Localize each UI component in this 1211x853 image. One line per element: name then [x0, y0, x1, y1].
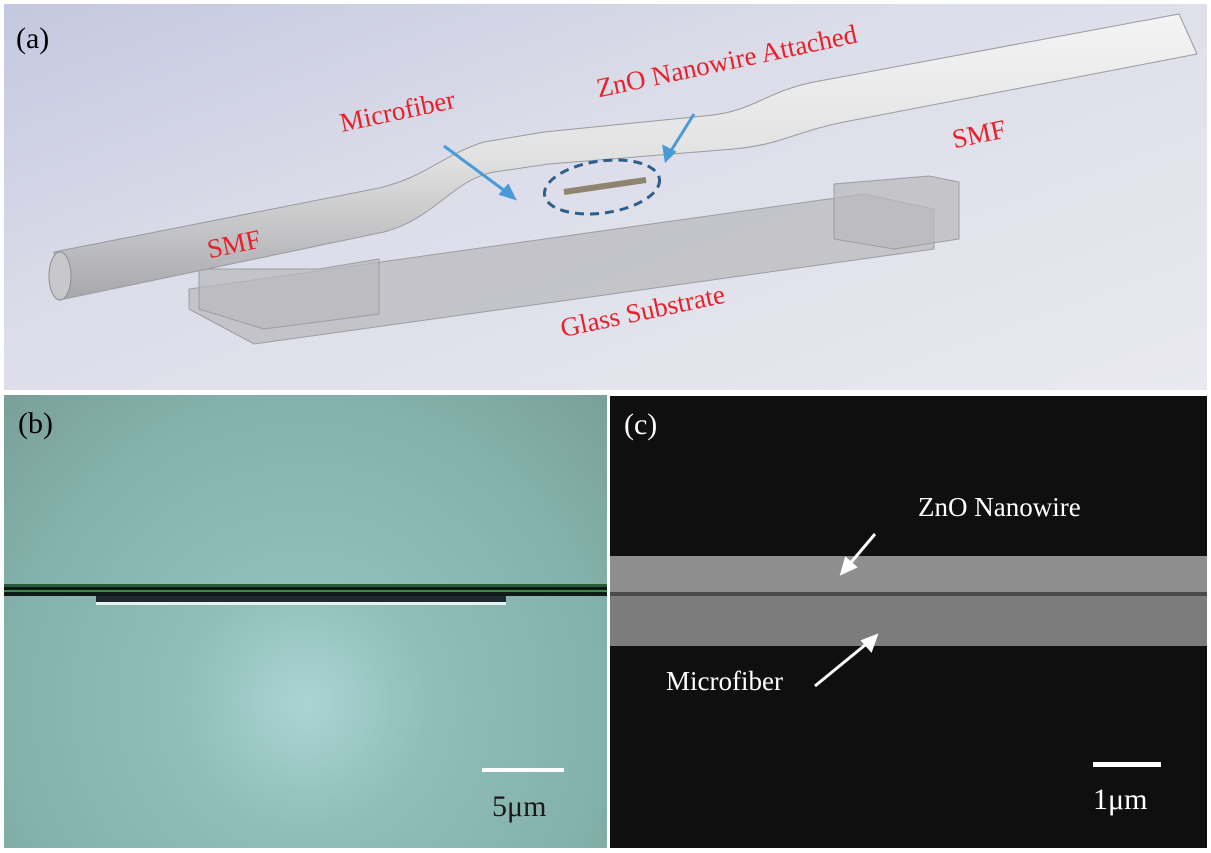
panel-c-sem-image: (c) ZnO Nanowire Microfiber 1μm: [610, 396, 1207, 848]
glass-substrate: [188, 175, 960, 345]
panel-label: (c): [624, 408, 658, 441]
nanowire: [610, 556, 1207, 594]
microfiber-label: Microfiber: [666, 666, 783, 696]
panel-b-optical-image: (b) 5μm: [4, 395, 607, 848]
scale-bar-label: 1μm: [1093, 783, 1148, 816]
scale-bar: [1093, 762, 1161, 767]
fiber-end-face: [48, 251, 72, 301]
optical-micrograph: [4, 584, 607, 772]
fiber-schematic-drawing: [48, 13, 1198, 345]
panel-label: (a): [16, 22, 50, 55]
panel-label: (b): [18, 407, 53, 440]
nanowire: [96, 596, 506, 602]
microfiber: [610, 596, 1207, 646]
arrows: [443, 113, 696, 201]
arrows: [814, 533, 879, 688]
scale-bar-label: 5μm: [492, 790, 547, 823]
scale-bar: [482, 768, 564, 772]
panel-a-schematic: (a) SMF SMF Microfiber ZnO Nanowire Atta…: [4, 4, 1207, 390]
zno-nanowire: [563, 177, 647, 195]
sem-micrograph: [610, 533, 1207, 767]
nanowire-label: ZnO Nanowire: [918, 492, 1081, 522]
nanowire-highlight-ellipse: [542, 158, 662, 216]
